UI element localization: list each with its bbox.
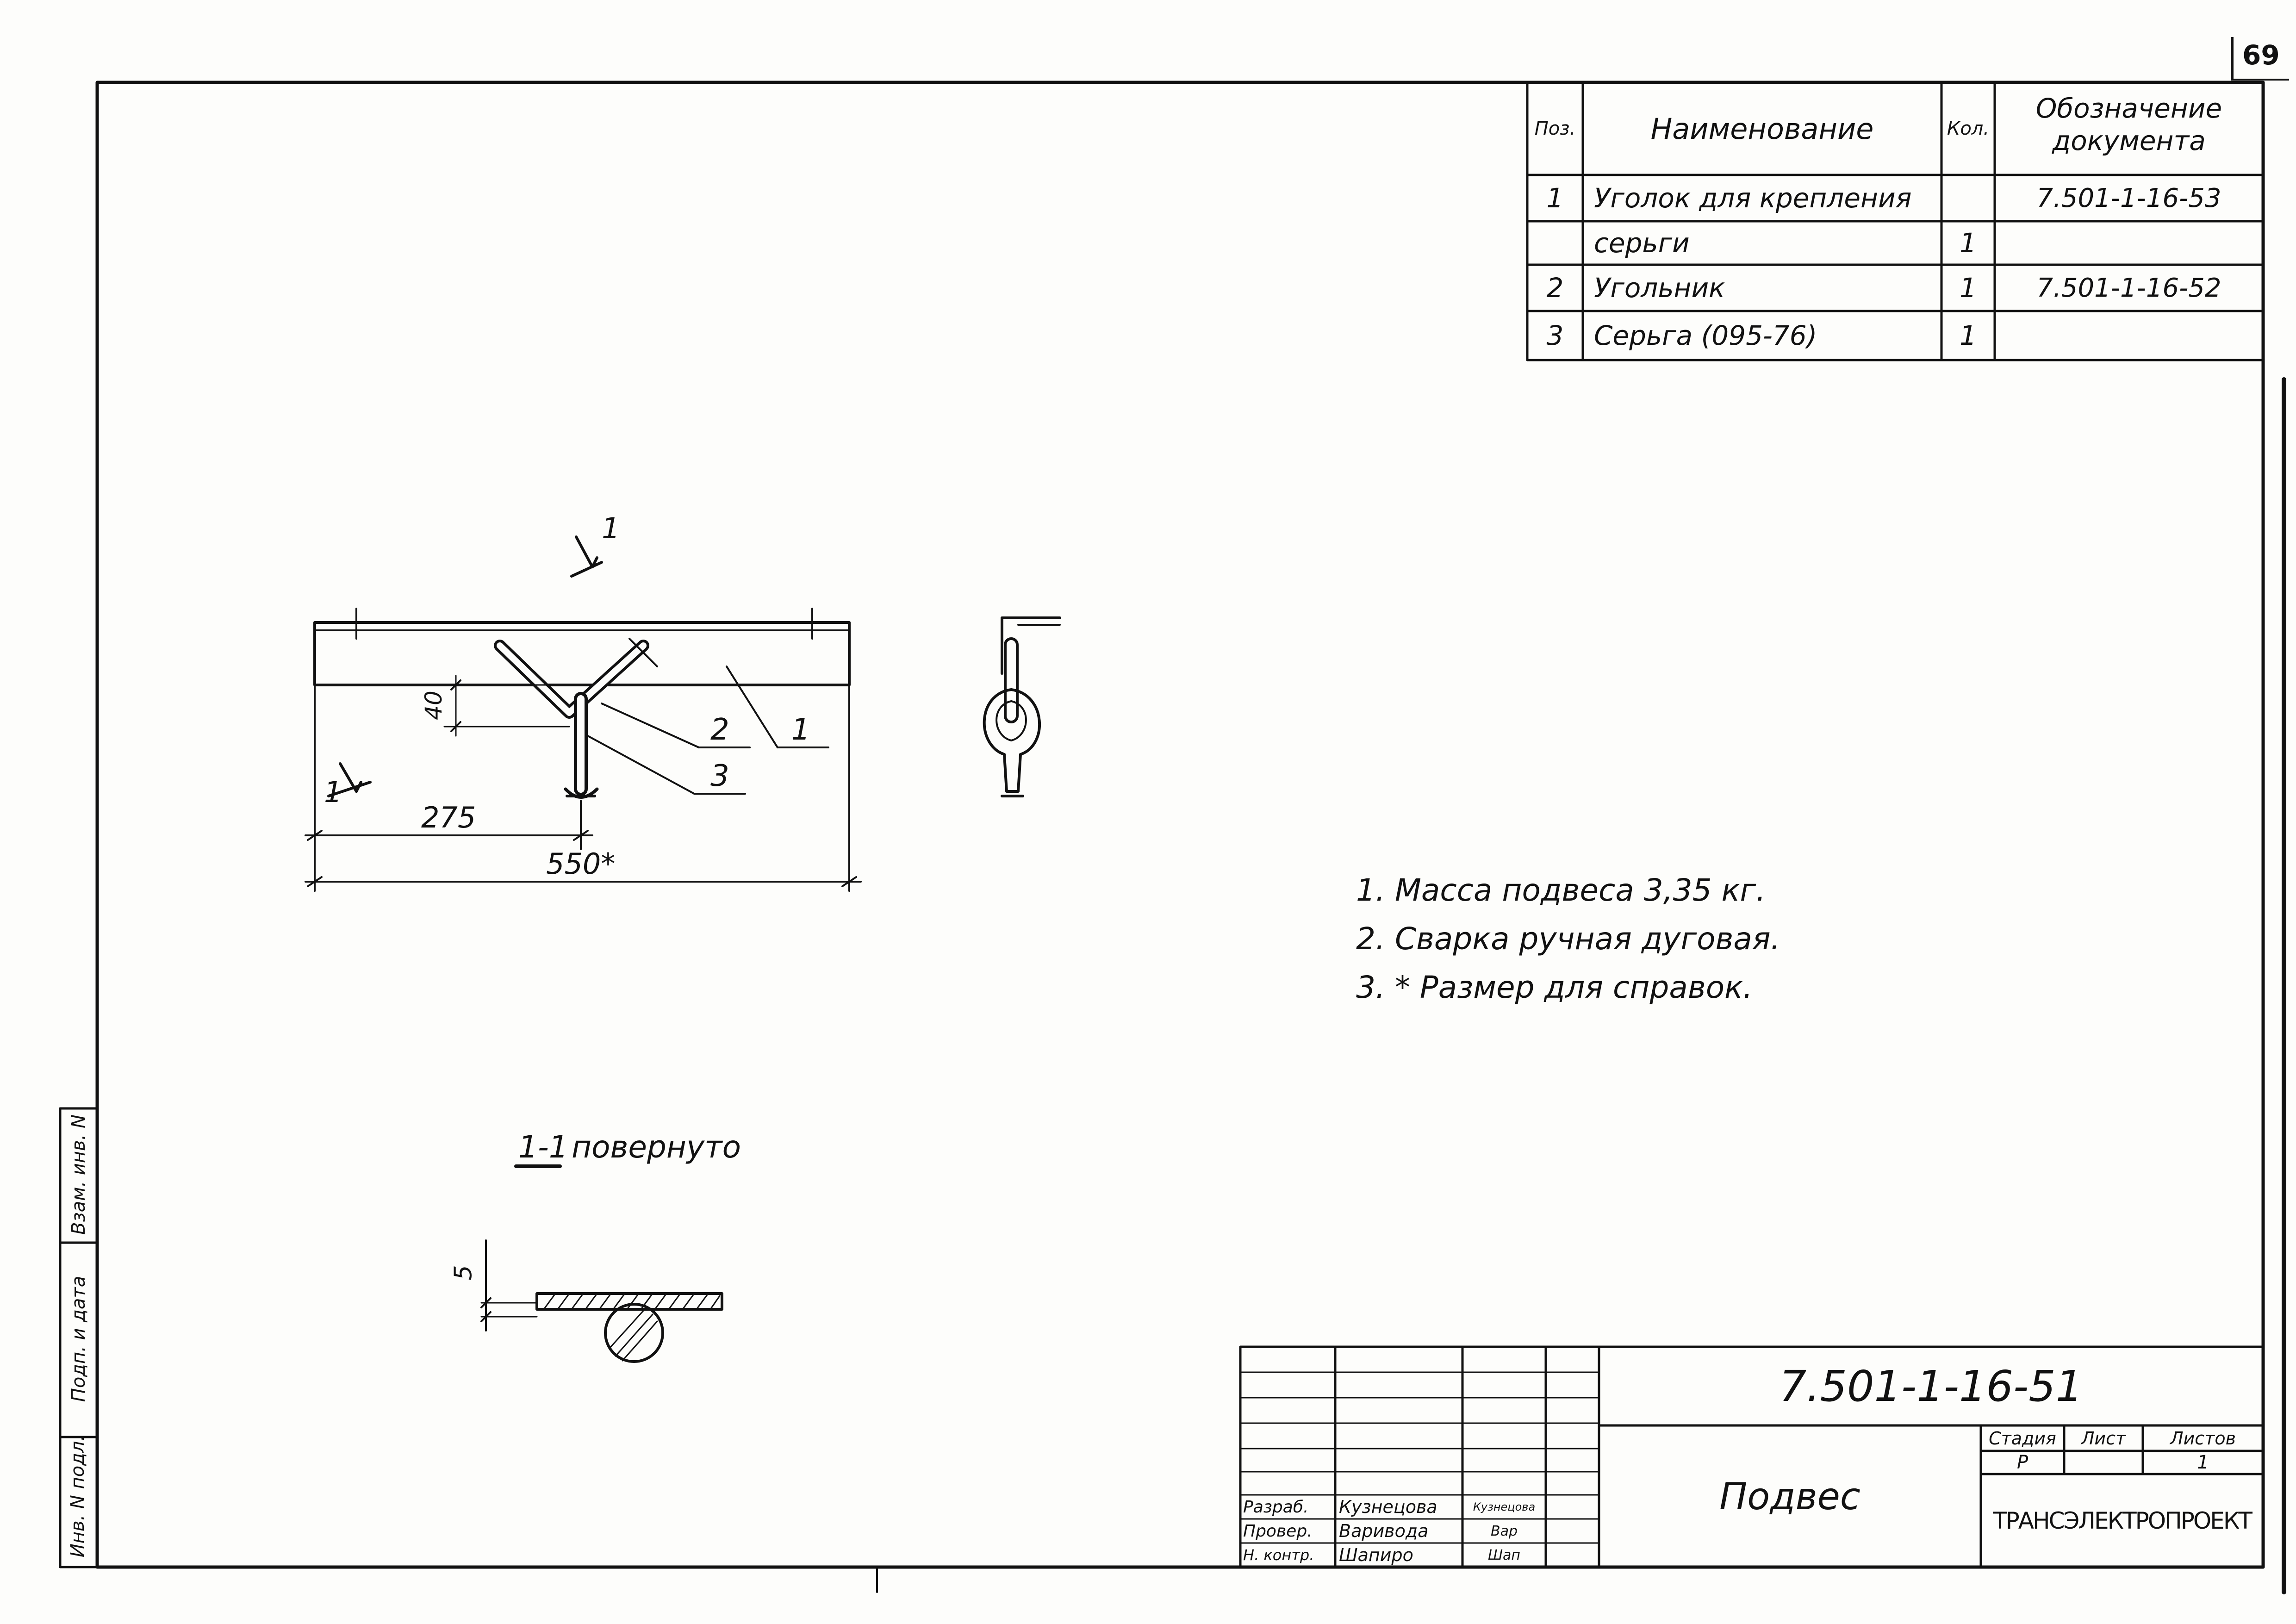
leader-label-1: 1 [791, 713, 810, 747]
leader-lines [587, 638, 829, 795]
stage-label: Стадия [1989, 1428, 2056, 1449]
part-side-view [983, 616, 1061, 797]
dimension-5: 5 [449, 1265, 478, 1281]
spec-row4-name: Серьга (095-76) [1594, 320, 1817, 351]
note-1: 1. Масса подвеса 3,35 кг. [1356, 872, 1766, 908]
spec-header-name: Наименование [1650, 112, 1874, 146]
spec-row2-doc [1995, 221, 2263, 265]
stage-value: Р [2016, 1452, 2028, 1473]
dimension-lines [305, 675, 862, 892]
spec-row3-pos: 2 [1546, 272, 1564, 304]
leader-label-3: 3 [710, 759, 729, 793]
section-title-suffix: повернуто [572, 1129, 741, 1165]
spec-row2-pos [1527, 221, 1583, 265]
title-part-name: Подвес [1719, 1475, 1860, 1518]
sheets-label: Листов [2170, 1428, 2236, 1449]
note-3: 3. * Размер для справок. [1356, 970, 1753, 1005]
sheet-label: Лист [2081, 1428, 2126, 1449]
section-1-1-view [480, 1164, 723, 1363]
sign-checker: Вар [1490, 1523, 1518, 1539]
dimension-550: 550* [546, 847, 616, 881]
leader-label-2: 2 [710, 713, 729, 747]
section-arrows [327, 535, 603, 797]
sign-developer: Кузнецова [1473, 1500, 1536, 1513]
side-stamp-replace: Взам. инв. N [68, 1114, 89, 1235]
side-stamp-sign: Подп. и дата [68, 1276, 89, 1402]
sign-norm-control: Шап [1487, 1547, 1521, 1563]
role-checker: Провер. [1243, 1521, 1313, 1541]
spec-row1-name: Уголок для крепления [1594, 182, 1912, 214]
section-title: 1-1 [518, 1129, 568, 1165]
name-checker: Варивода [1339, 1521, 1429, 1541]
sheet-frame [95, 81, 2265, 1569]
spec-row3-doc: 7.501-1-16-52 [2036, 273, 2221, 303]
spec-row3-qty: 1 [1960, 272, 1977, 304]
spec-row4-pos: 3 [1546, 320, 1564, 351]
spec-table-grid [1526, 81, 2265, 361]
section-mark-top: 1 [602, 511, 620, 545]
dimension-40: 40 [420, 691, 447, 720]
spec-row1-qty [1941, 175, 1995, 221]
role-norm-control: Н. контр. [1243, 1546, 1314, 1564]
side-stamp-grid [59, 1107, 99, 1568]
name-norm-control: Шапиро [1339, 1545, 1413, 1565]
title-doc-code: 7.501-1-16-51 [1779, 1361, 2083, 1411]
spec-row1-pos: 1 [1546, 182, 1564, 214]
spec-row2-name: серьги [1594, 227, 1690, 259]
role-developer: Разраб. [1243, 1497, 1309, 1517]
note-2: 2. Сварка ручная дуговая. [1356, 921, 1780, 957]
sheet-number: 69 [2242, 39, 2280, 71]
title-block-grid [1239, 1345, 2265, 1568]
spec-header-doc-1: Обозначение [2035, 93, 2222, 124]
organization-name: ТРАНСЭЛЕКТРОПРОЕКТ [1993, 1507, 2252, 1534]
spec-row3-name: Угольник [1594, 272, 1725, 304]
sheets-value: 1 [2197, 1452, 2209, 1473]
spec-row4-qty: 1 [1960, 320, 1977, 351]
dimension-275: 275 [421, 801, 476, 834]
side-stamp-inv: Инв. N подл. [67, 1435, 88, 1558]
sheet-number-box [2231, 37, 2289, 81]
spec-row4-doc [1995, 311, 2263, 360]
spec-row2-qty: 1 [1960, 227, 1977, 259]
name-developer: Кузнецова [1339, 1497, 1437, 1517]
spec-row1-doc: 7.501-1-16-53 [2036, 183, 2221, 213]
part-main-view [313, 608, 851, 799]
spec-header-pos: Поз. [1534, 118, 1576, 139]
section-mark-left: 1 [324, 775, 342, 809]
spec-header-doc-2: документа [2052, 125, 2206, 156]
spec-header-qty: Кол. [1947, 118, 1990, 139]
